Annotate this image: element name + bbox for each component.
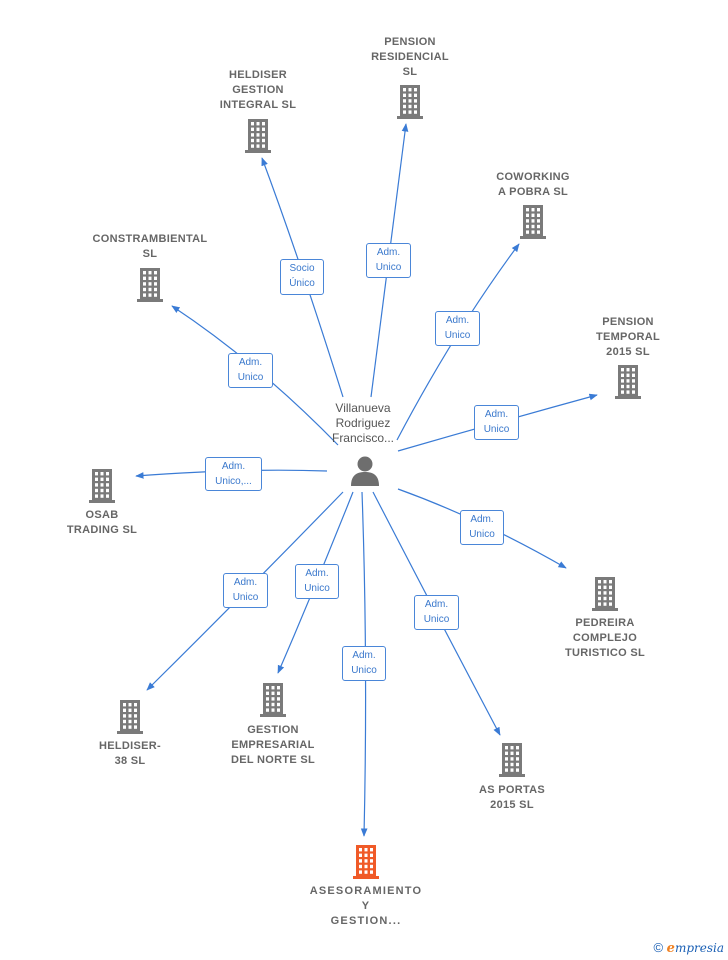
- brand-footer: © empresia: [653, 940, 724, 956]
- building-icon-constrambiental[interactable]: [137, 268, 163, 302]
- edge-label-gestion-empresarial[interactable]: Adm.Unico: [295, 564, 339, 599]
- building-icon-asesoramiento[interactable]: [353, 845, 379, 879]
- edge-label-pension-temporal[interactable]: Adm.Unico: [474, 405, 519, 440]
- edge-label-pedreira[interactable]: Adm.Unico: [460, 510, 504, 545]
- person-icon[interactable]: [350, 455, 380, 487]
- building-icon-coworking[interactable]: [520, 205, 546, 239]
- building-icon-heldiser-gestion[interactable]: [245, 119, 271, 153]
- edge-label-pension-residencial[interactable]: Adm.Unico: [366, 243, 411, 278]
- company-label-heldiser-38[interactable]: HELDISER-38 SL: [99, 740, 161, 767]
- brand-initial: e: [666, 941, 675, 956]
- copyright-symbol: ©: [653, 940, 664, 955]
- building-icon-osab[interactable]: [89, 469, 115, 503]
- brand-name: mpresia: [674, 941, 724, 955]
- building-icon-as-portas[interactable]: [499, 743, 525, 777]
- building-icon-pension-temporal[interactable]: [615, 365, 641, 399]
- edge-label-as-portas[interactable]: Adm.Unico: [414, 595, 459, 630]
- edge-label-osab[interactable]: Adm.Unico,...: [205, 457, 262, 491]
- edge-label-constrambiental[interactable]: Adm.Unico: [228, 353, 273, 388]
- building-icon-gestion-empresarial[interactable]: [260, 683, 286, 717]
- edge-label-coworking[interactable]: Adm.Unico: [435, 311, 480, 346]
- building-icon-heldiser-38[interactable]: [117, 700, 143, 734]
- edge-label-asesoramiento[interactable]: Adm.Unico: [342, 646, 386, 681]
- edge-label-heldiser-38[interactable]: Adm.Unico: [223, 573, 268, 608]
- building-icon-pedreira[interactable]: [592, 577, 618, 611]
- building-icon-pension-residencial[interactable]: [397, 85, 423, 119]
